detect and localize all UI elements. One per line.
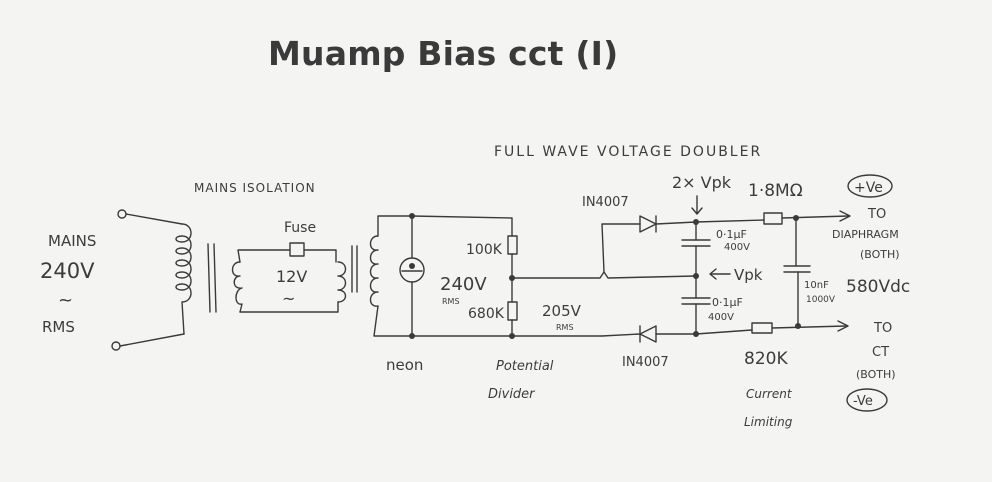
resistor-680k (507, 301, 518, 321)
resistor-100k (507, 235, 518, 255)
label-mains-voltage: 240V (40, 259, 95, 283)
diode-top (639, 215, 657, 233)
label-680k: 680K (468, 306, 505, 322)
label-plus-ve: +Ve (854, 180, 883, 196)
label-minus-ve: -Ve (853, 394, 873, 409)
label-limiting: Limiting (744, 415, 793, 429)
label-ct: CT (872, 345, 889, 360)
arrow-2vpk (691, 195, 703, 215)
label-cap-bottom-voltage: 400V (708, 312, 734, 323)
output-section (695, 210, 851, 335)
resistor-1m8 (763, 212, 783, 225)
label-mains-rms: RMS (42, 318, 75, 336)
label-divider: Divider (488, 387, 536, 402)
node (693, 273, 699, 279)
label-205v: 205V (542, 302, 582, 320)
voltage-doubler (601, 195, 731, 343)
label-cap-bottom: 0·1μF (712, 296, 743, 309)
label-current: Current (746, 387, 793, 401)
label-both-2: (BOTH) (856, 368, 896, 381)
label-doubler-title: FULL WAVE VOLTAGE DOUBLER (494, 144, 762, 160)
label-both-1: (BOTH) (860, 248, 900, 261)
minus-ve-circle (846, 388, 888, 412)
label-to-ct: TO (873, 321, 892, 336)
label-820k: 820K (744, 349, 788, 369)
diode-bottom (639, 325, 657, 343)
label-diode-bottom: IN4007 (622, 355, 669, 370)
label-potential: Potential (496, 359, 554, 374)
label-ac-tilde: ~ (58, 290, 73, 311)
label-to-diaphragm: TO (867, 207, 886, 222)
label-100k: 100K (466, 242, 503, 258)
mains-terminal-top (117, 209, 127, 219)
label-fuse: Fuse (284, 220, 316, 236)
secondary-winding (369, 215, 413, 337)
node (795, 323, 801, 329)
label-cap-top-voltage: 400V (724, 242, 750, 253)
label-cap-top: 0·1μF (716, 228, 747, 241)
arrow-vpk (709, 268, 731, 280)
label-vpk: Vpk (734, 266, 763, 284)
label-mains-isolation: MAINS ISOLATION (194, 181, 316, 195)
fuse-symbol (289, 242, 305, 257)
label-1m8: 1·8MΩ (748, 181, 803, 201)
label-205v-rms: RMS (556, 323, 574, 332)
labels: MAINS 240V ~ RMS MAINS ISOLATION Fuse 12… (40, 144, 910, 429)
label-240v: 240V (440, 274, 487, 295)
neon-lamp (399, 213, 425, 339)
label-2vpk: 2× Vpk (672, 173, 732, 192)
label-neon: neon (386, 356, 423, 374)
label-580vdc: 580Vdc (846, 277, 910, 297)
mains-transformer (111, 209, 217, 351)
label-240v-rms: RMS (442, 297, 460, 306)
plus-ve-circle (847, 174, 893, 198)
isolation-transformer (231, 242, 358, 313)
mains-terminal-bottom (111, 341, 121, 351)
label-diaphragm: DIAPHRAGM (832, 228, 899, 241)
label-iso-voltage: 12V (276, 267, 307, 286)
resistor-820k (751, 322, 773, 334)
diagram-title: Muamp Bias cct (I) (268, 34, 619, 73)
label-iso-tilde: ~ (282, 289, 295, 308)
label-mains: MAINS (48, 232, 96, 250)
label-diode-top: IN4007 (582, 195, 629, 210)
label-cap-out-voltage: 1000V (806, 295, 836, 305)
label-cap-out: 10nF (804, 280, 829, 291)
primary-winding (175, 223, 192, 335)
